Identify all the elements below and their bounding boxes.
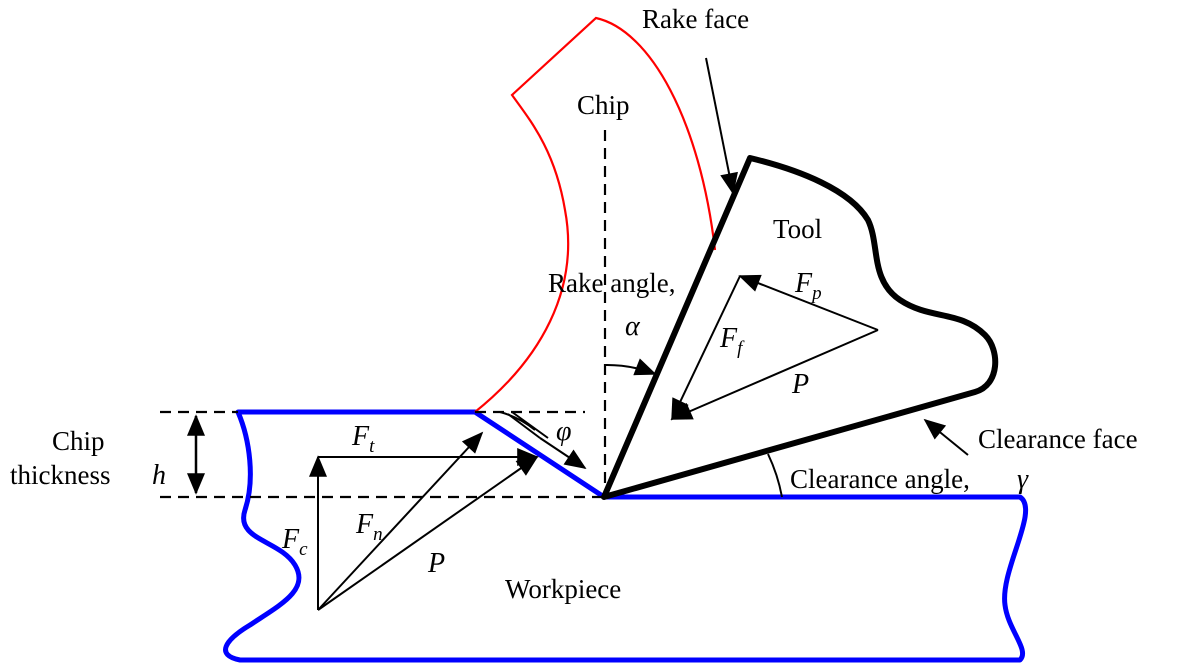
clearance-angle-symbol: γ [1017,464,1029,495]
rake-angle-arc [604,358,657,376]
chip-outline [474,16,717,413]
force-Ft-label: Ft [351,421,375,457]
rake-angle-symbol: α [625,311,641,342]
chip-thickness-word: thickness [10,460,111,490]
force-Fp-sub: p [810,283,822,304]
force-Fp-label: Fp [794,268,822,304]
force-Ft-main: F [351,421,370,452]
chip-thickness-symbol: h [152,460,166,491]
shear-angle-pointer [539,437,587,469]
force-Fn-arrow [317,431,484,611]
tool-outline [601,155,999,500]
workpiece-outline [223,409,1028,663]
force-Ff-main: F [719,323,738,354]
force-Fc-sub: c [299,539,308,560]
shear-angle-symbol: φ [556,416,572,447]
force-Fn-main: F [355,509,374,540]
force-Ft-sub: t [369,436,375,457]
force-P-work-label: P [427,548,445,579]
force-Fp-arrow [738,274,879,331]
force-Ff-arrow [671,275,741,421]
clearance-face-pointer-arrow [923,418,969,456]
clearance-angle-arc [767,453,783,498]
force-P-tool-arrow [670,329,879,420]
force-P-tool-label: P [791,369,809,400]
force-Fc-main: F [281,524,300,555]
rake-face-label: Rake face [642,4,749,34]
chip-label: Chip [577,90,630,120]
workpiece-label: Workpiece [505,574,621,604]
force-P-work-arrow [317,455,539,611]
force-Fp-main: F [794,268,813,299]
force-Ff-label: Ff [719,323,745,359]
rake-face-pointer-arrow [705,57,738,195]
chip-thickness-label-line1: Chip [52,426,105,456]
clearance-face-label: Clearance face [978,424,1138,454]
rake-angle-label: Rake angle, [548,268,675,298]
shear-plane-line [507,413,541,439]
force-Fn-sub: n [373,524,383,545]
force-Fc-label: Fc [281,524,308,560]
shear-angle-arc [499,411,549,439]
force-Ff-sub: f [737,338,745,359]
force-Fn-label: Fn [355,509,383,545]
chip-thickness-label-line2: thickness [10,460,111,490]
tool-label: Tool [773,214,822,244]
clearance-angle-label: Clearance angle, [790,464,970,494]
